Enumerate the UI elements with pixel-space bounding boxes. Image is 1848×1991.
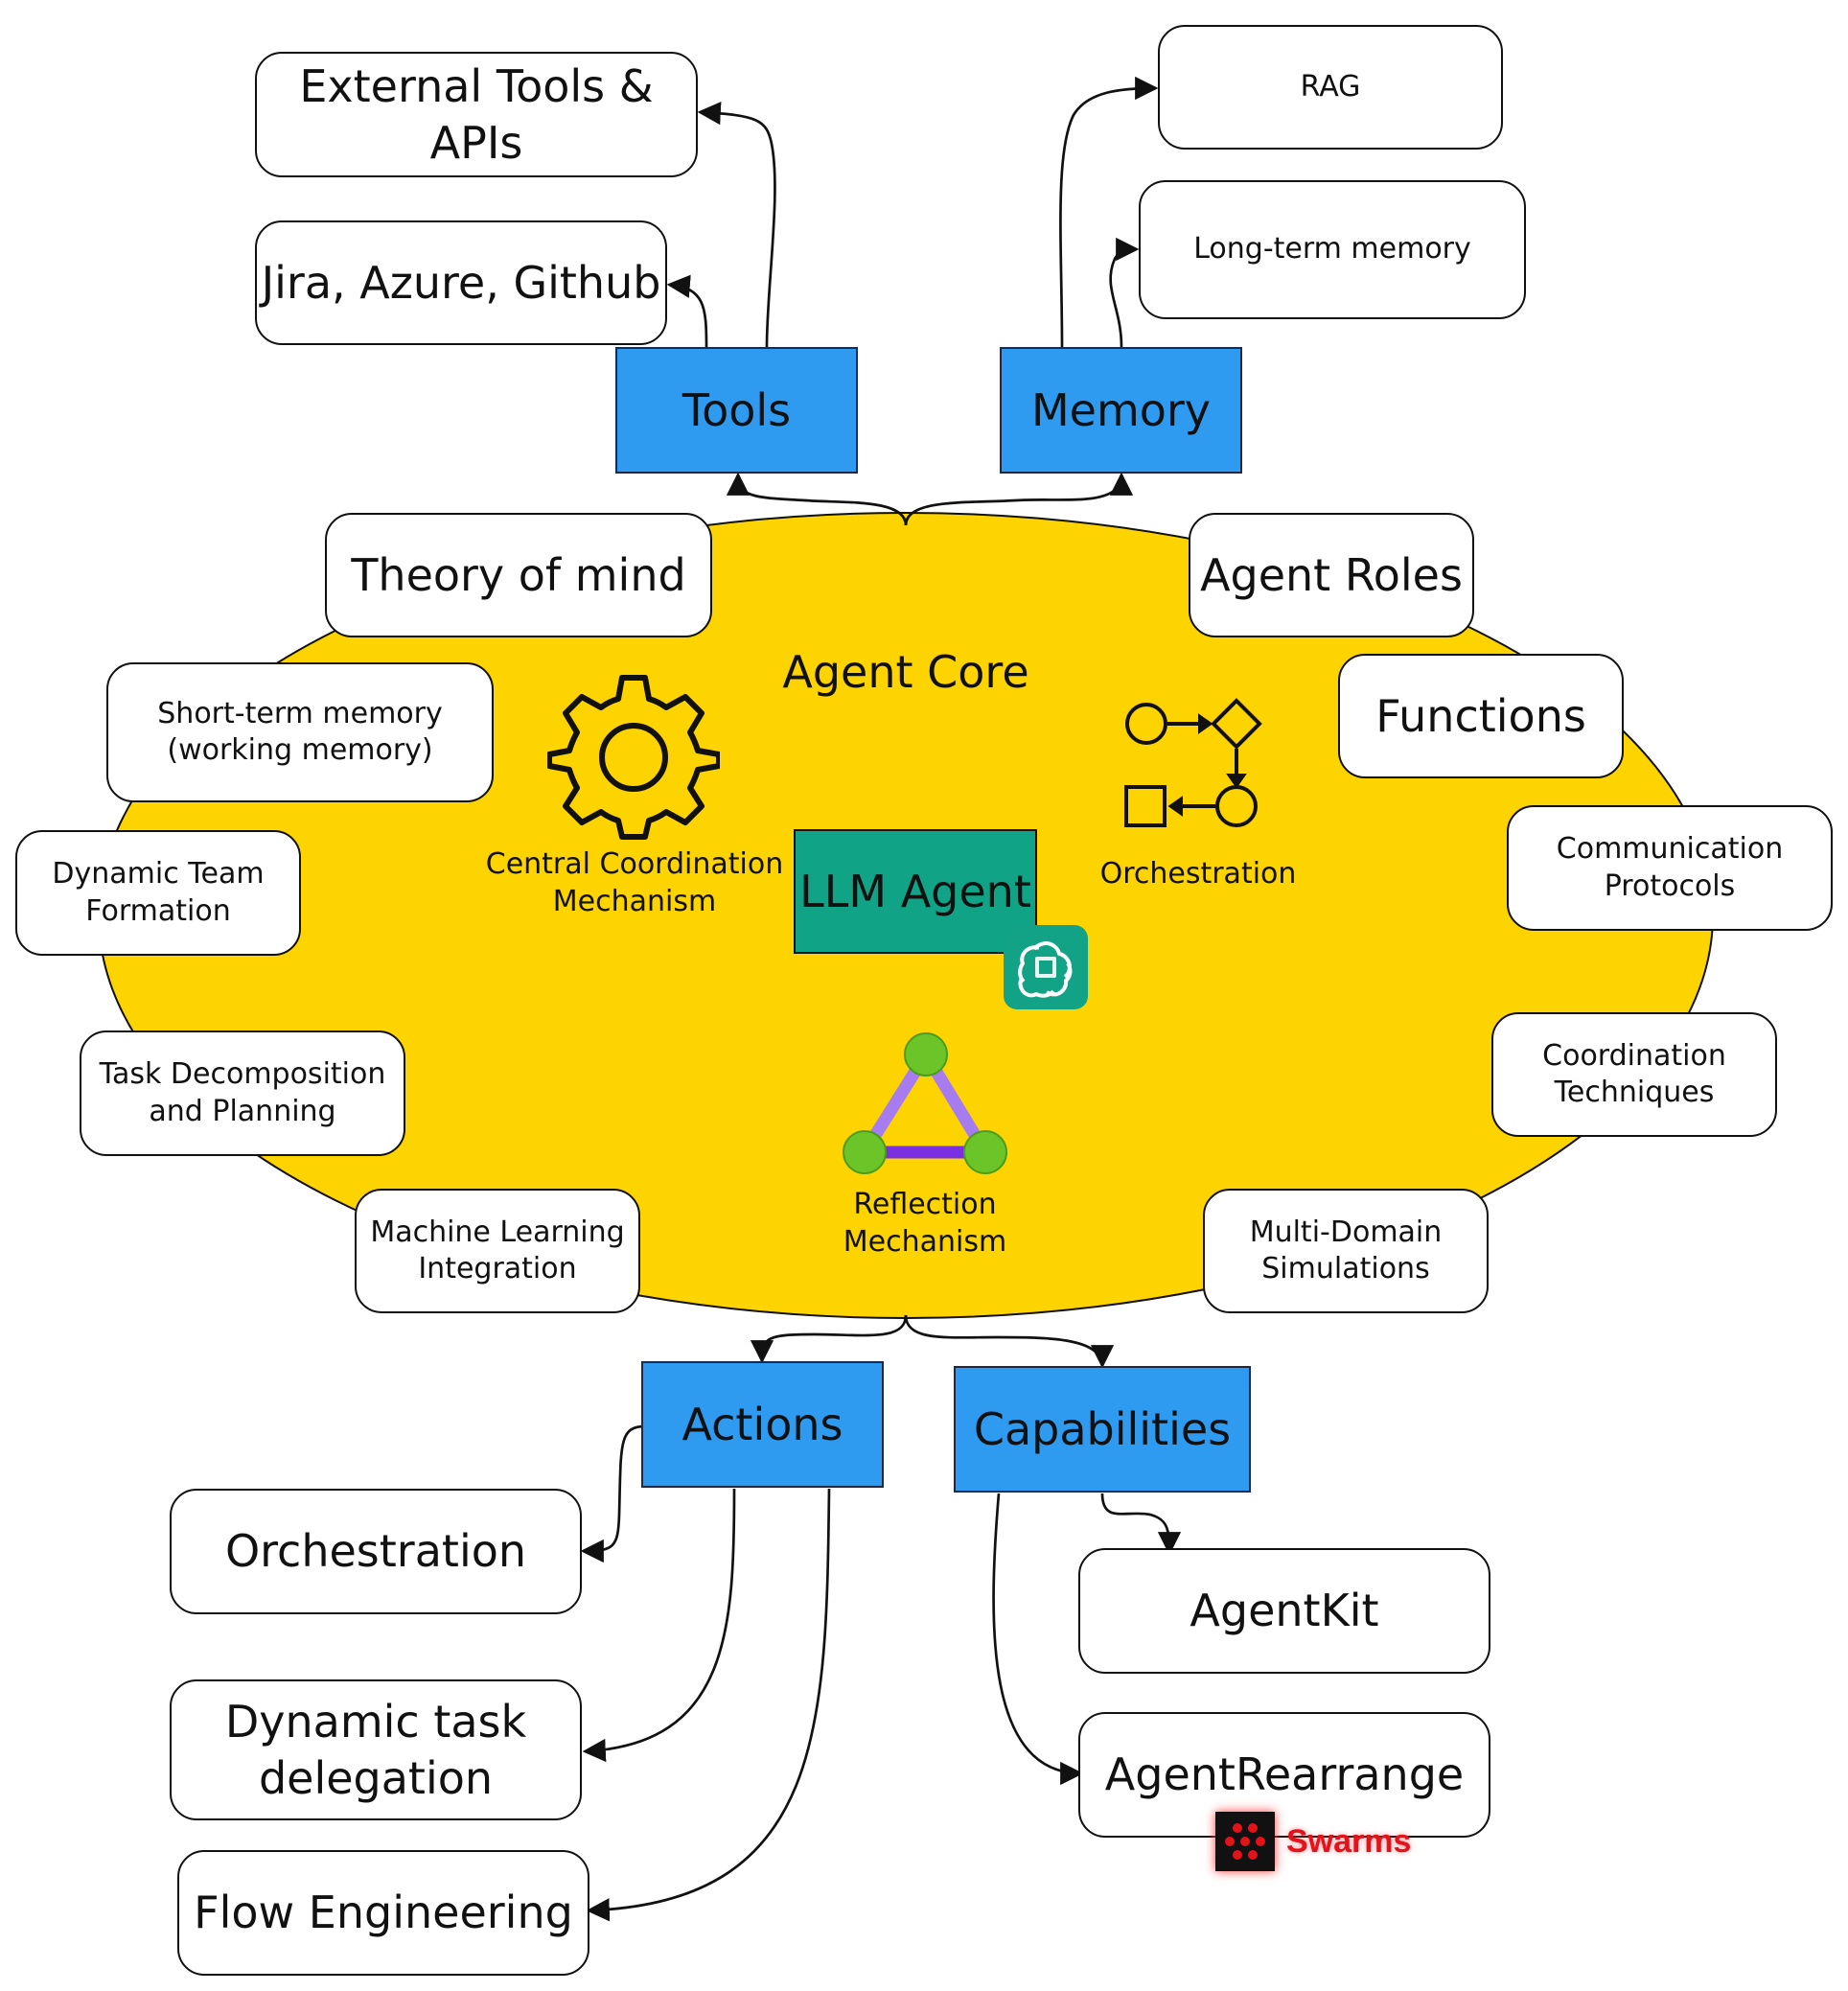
connector-core-to-capabilities bbox=[904, 1314, 1115, 1369]
swarms-icon bbox=[1215, 1812, 1275, 1871]
node-agent-roles[interactable]: Agent Roles bbox=[1189, 513, 1474, 637]
node-long-term-memory[interactable]: Long-term memory bbox=[1139, 180, 1526, 319]
connector-actions-to-delegation bbox=[582, 1488, 736, 1763]
node-short-term-memory[interactable]: Short-term memory(working memory) bbox=[106, 662, 494, 802]
orchestration-core-label: Orchestration bbox=[1099, 857, 1297, 891]
llm-agent-node[interactable]: LLM Agent bbox=[794, 829, 1037, 954]
branch-memory[interactable]: Memory bbox=[1000, 347, 1242, 474]
reflection-label: Reflection Mechanism bbox=[843, 1188, 1007, 1259]
branch-capabilities[interactable]: Capabilities bbox=[954, 1366, 1251, 1493]
connector-core-to-tools bbox=[726, 472, 908, 526]
gear-icon bbox=[547, 675, 720, 840]
connector-core-to-actions bbox=[750, 1314, 908, 1364]
node-orchestration-action[interactable]: Orchestration bbox=[170, 1489, 582, 1614]
triangle-nodes-icon bbox=[843, 1032, 1007, 1174]
node-jira-azure-github[interactable]: Jira, Azure, Github bbox=[255, 220, 667, 345]
connector-tools-to-jira bbox=[666, 274, 708, 348]
connector-capabilities-to-rearrange bbox=[992, 1493, 1084, 1786]
node-functions[interactable]: Functions bbox=[1338, 654, 1624, 778]
swarms-label: Swarms bbox=[1286, 1822, 1412, 1860]
node-theory-of-mind[interactable]: Theory of mind bbox=[325, 513, 712, 637]
flowchart-icon bbox=[1124, 698, 1262, 827]
branch-tools[interactable]: Tools bbox=[615, 347, 858, 474]
node-flow-engineering[interactable]: Flow Engineering bbox=[177, 1850, 589, 1976]
swarms-badge: Swarms bbox=[1215, 1812, 1411, 1871]
node-external-tools-apis[interactable]: External Tools &APIs bbox=[255, 52, 698, 177]
node-agentrearrange[interactable]: AgentRearrange bbox=[1078, 1712, 1490, 1838]
connector-actions-to-orchestration bbox=[580, 1424, 645, 1563]
connector-memory-to-rag bbox=[1059, 76, 1159, 348]
node-rag[interactable]: RAG bbox=[1158, 25, 1503, 150]
node-agentkit[interactable]: AgentKit bbox=[1078, 1548, 1490, 1674]
connector-core-to-memory bbox=[904, 472, 1134, 526]
connector-memory-to-ltm bbox=[1109, 237, 1140, 348]
connector-capabilities-to-agentkit bbox=[1100, 1493, 1182, 1556]
connector-actions-to-flow bbox=[586, 1488, 831, 1922]
agent-core-title: Agent Core bbox=[782, 646, 1029, 698]
openai-icon bbox=[1004, 925, 1088, 1009]
branch-actions[interactable]: Actions bbox=[641, 1361, 884, 1488]
central-coordination-label: Central Coordination Mechanism bbox=[485, 847, 784, 918]
connector-tools-to-external bbox=[697, 101, 776, 348]
